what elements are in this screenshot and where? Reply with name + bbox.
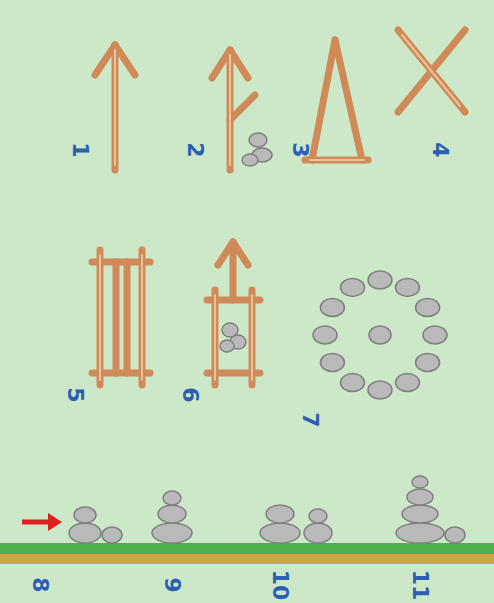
callout-number: 1 (69, 142, 91, 157)
grass-strip (0, 543, 494, 554)
stone-circle (313, 271, 447, 399)
callout-number: 8 (29, 577, 51, 592)
soil-strip (0, 554, 494, 564)
stick-frame (92, 250, 150, 385)
stick-triangle (305, 40, 368, 160)
callout-number: 5 (64, 387, 86, 402)
stick-cross (398, 30, 465, 112)
callout-number: 6 (179, 387, 201, 402)
callout-number: 4 (429, 142, 451, 157)
stone-stack (396, 476, 465, 543)
stick-arrow-with-stones (212, 50, 255, 170)
stick-frame-arrow (207, 242, 260, 385)
callout-number: 2 (184, 142, 206, 157)
stone-stack (69, 507, 122, 543)
stick-arrow (95, 45, 135, 170)
callout-number: 7 (299, 412, 321, 427)
callout-number: 9 (161, 577, 183, 592)
callout-number: 10 (269, 570, 291, 601)
callout-number: 11 (409, 570, 431, 601)
red-arrow (22, 513, 62, 531)
stone-stack (152, 491, 192, 543)
stone-pile (242, 133, 272, 166)
stone-stack (260, 505, 332, 543)
callout-number: 3 (289, 142, 311, 157)
stone-pile (220, 323, 246, 352)
